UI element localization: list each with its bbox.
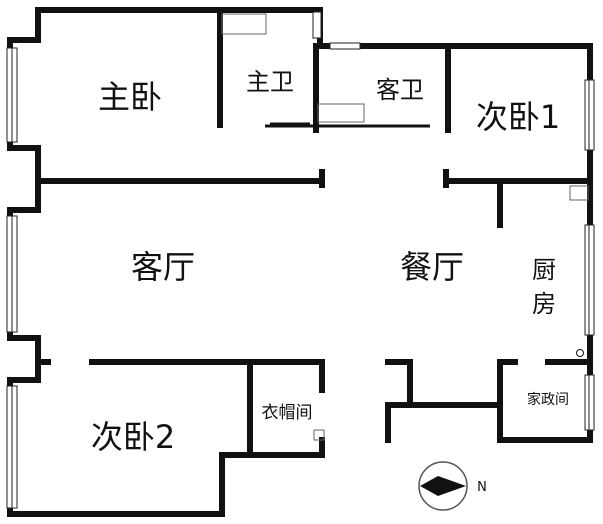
- compass-label: N: [477, 480, 487, 495]
- room-label-second-bedroom-1: 次卧1: [476, 98, 560, 136]
- room-label-master-bath: 主卫: [246, 68, 294, 96]
- room-label-kitchen-line2: 房: [532, 290, 556, 318]
- compass: N: [418, 461, 487, 511]
- room-label-dining-room: 餐厅: [400, 248, 464, 286]
- room-label-kitchen-line1: 厨: [532, 256, 556, 284]
- room-label-cloakroom: 衣帽间: [262, 403, 313, 423]
- room-label-utility-room: 家政间: [527, 391, 569, 408]
- room-label-guest-bath: 客卫: [376, 76, 424, 104]
- north-arrow-icon: [420, 476, 466, 486]
- room-label-second-bedroom-2: 次卧2: [91, 418, 175, 456]
- interior-walls: [35, 7, 593, 458]
- windows: [6, 11, 595, 509]
- room-label-master-bedroom: 主卧: [98, 78, 162, 116]
- fixtures: [221, 13, 589, 441]
- room-label-living-room: 客厅: [131, 248, 195, 286]
